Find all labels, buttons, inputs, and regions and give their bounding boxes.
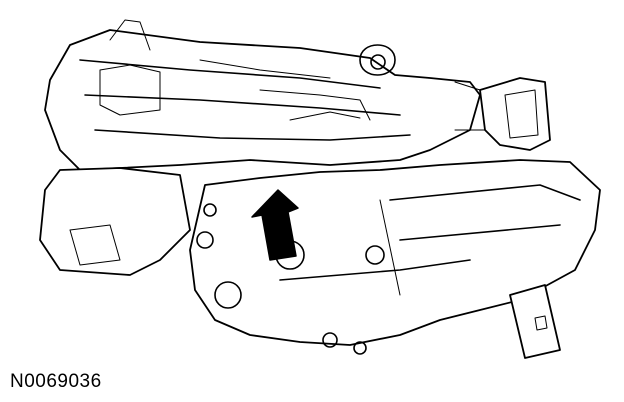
latch-housing [44, 19, 481, 171]
figure-id-label: N0069036 [10, 371, 102, 392]
direction-arrow [251, 189, 299, 261]
actuator-connector [509, 284, 561, 359]
latch-lever [359, 44, 396, 76]
mounting-bracket [39, 167, 191, 276]
electrical-connector [454, 77, 551, 151]
